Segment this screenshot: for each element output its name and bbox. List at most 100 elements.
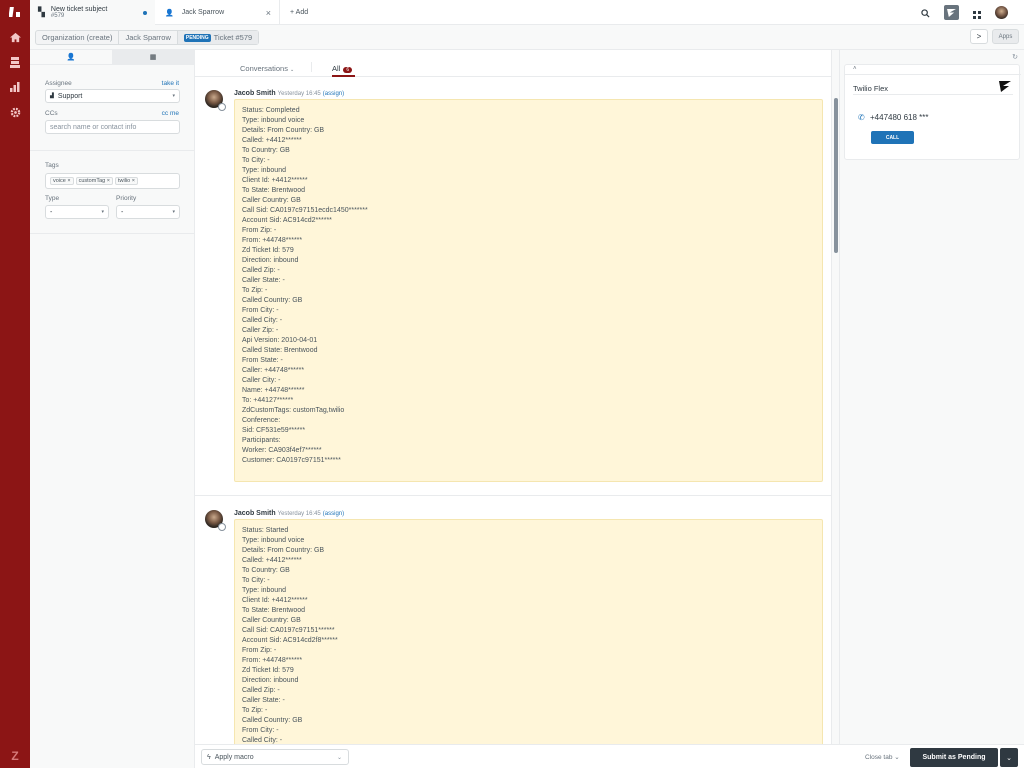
note-line: From City: - xyxy=(242,727,279,734)
tag-voice[interactable]: voice × xyxy=(50,177,74,185)
views-icon[interactable] xyxy=(0,50,30,74)
zendesk-logo-icon[interactable]: Z xyxy=(11,749,19,763)
conversation-scrollbar[interactable] xyxy=(831,50,840,744)
cc-search-input[interactable]: search name or contact info xyxy=(45,120,180,134)
search-icon[interactable] xyxy=(921,7,930,21)
note-line: Worker: CA903f4ef7****** xyxy=(242,447,322,454)
tab-jack-sparrow[interactable]: 👤 Jack Sparrow × xyxy=(155,0,280,25)
note-line: Called Zip: - xyxy=(242,267,280,274)
assign-link[interactable]: (assign) xyxy=(322,511,345,517)
unsaved-dot-icon xyxy=(143,11,147,15)
tab-ticket-fields[interactable]: ▦ xyxy=(112,50,194,64)
author-name[interactable]: Jacob Smith xyxy=(234,90,276,97)
note-line: Direction: inbound xyxy=(242,677,299,684)
zendesk-products-icon[interactable] xyxy=(0,0,30,24)
close-tab-dropdown[interactable]: Close tab ⌄ xyxy=(865,754,900,761)
note-line: Caller Country: GB xyxy=(242,197,301,204)
submit-options-button[interactable]: ⌄ xyxy=(1000,748,1018,767)
author-avatar[interactable] xyxy=(205,510,226,531)
note-line: Type: inbound xyxy=(242,587,286,594)
author-name[interactable]: Jacob Smith xyxy=(234,510,276,517)
priority-select[interactable]: - ▾ xyxy=(116,205,180,219)
lock-icon xyxy=(218,103,226,111)
user-avatar[interactable] xyxy=(995,6,1008,19)
assignee-select[interactable]: ▟ Support ▾ xyxy=(45,89,180,103)
submit-button[interactable]: Submit as Pending xyxy=(910,748,998,767)
take-it-link[interactable]: take it xyxy=(161,80,179,87)
type-select[interactable]: - ▾ xyxy=(45,205,109,219)
note-line: Type: inbound voice xyxy=(242,537,305,544)
note-line: From: +44748****** xyxy=(242,237,303,244)
apply-macro-button[interactable]: ϟ Apply macro ⌄ xyxy=(201,749,349,765)
admin-gear-icon[interactable] xyxy=(0,100,30,124)
home-icon[interactable] xyxy=(0,25,30,49)
status-badge: PENDING xyxy=(183,33,211,42)
call-button[interactable]: CALL xyxy=(871,131,914,144)
note-line: Client Id: +4412****** xyxy=(242,597,308,604)
apps-grid-icon[interactable] xyxy=(973,8,981,22)
tags-input[interactable]: voice × customTag × twilio × xyxy=(45,173,180,189)
ticket-header-bar: Organization (create) Jack Sparrow PENDI… xyxy=(30,25,1024,50)
author-avatar[interactable] xyxy=(205,90,226,111)
breadcrumb-requester[interactable]: Jack Sparrow xyxy=(119,31,178,44)
tab-conversations[interactable]: Conversations ⌄ xyxy=(240,64,295,73)
apps-toggle-button[interactable]: Apps xyxy=(992,29,1019,44)
chevron-down-icon: ⌄ xyxy=(1006,754,1012,762)
note-line: To Country: GB xyxy=(242,147,290,154)
tab-new-ticket[interactable]: ▚ New ticket subject #579 xyxy=(30,0,155,25)
note-line: To: +44127****** xyxy=(242,397,294,404)
properties-tabs: 👤 ▦ xyxy=(30,50,194,65)
product-nav: Z xyxy=(0,0,30,768)
note-line: Participants: xyxy=(242,437,281,444)
note-line: Account Sid: AC914cd2****** xyxy=(242,217,332,224)
close-tab-icon[interactable]: × xyxy=(265,7,271,18)
note-line: Caller State: - xyxy=(242,697,285,704)
chevron-down-icon: ▾ xyxy=(172,209,175,215)
note-line: From Zip: - xyxy=(242,227,277,234)
ticket-fields-icon: ▦ xyxy=(149,54,157,61)
collapse-chevron-icon[interactable]: ˄ xyxy=(853,66,857,72)
lightning-icon: ϟ xyxy=(207,753,211,761)
scrollbar-thumb[interactable] xyxy=(834,98,838,253)
note-line: To City: - xyxy=(242,157,270,164)
note-line: Called City: - xyxy=(242,737,283,744)
assign-link[interactable]: (assign) xyxy=(322,91,345,97)
active-tab-underline xyxy=(332,75,355,77)
divider xyxy=(853,94,1013,95)
twilio-flex-app-icon[interactable] xyxy=(944,5,959,20)
note-line: Status: Started xyxy=(242,527,289,534)
note-line: Called City: - xyxy=(242,317,283,324)
reporting-icon[interactable] xyxy=(0,75,30,99)
note-line: Name: +44748****** xyxy=(242,387,305,394)
ticket-properties-panel: 👤 ▦ Assignee take it ▟ Support ▾ CCs cc … xyxy=(30,50,195,768)
note-line: To Zip: - xyxy=(242,287,268,294)
note-line: Called Country: GB xyxy=(242,717,303,724)
tag-customtag[interactable]: customTag × xyxy=(75,177,113,185)
cc-me-link[interactable]: cc me xyxy=(161,110,179,117)
note-line: Caller Country: GB xyxy=(242,617,301,624)
apps-panel: ↻ ˄ Twilio Flex ✆ +447480 618 *** CALL xyxy=(840,50,1024,768)
phone-icon: ✆ xyxy=(858,113,865,122)
note-line: Client Id: +4412****** xyxy=(242,177,308,184)
chevron-down-icon: ⌄ xyxy=(290,67,295,73)
note-line: To State: Brentwood xyxy=(242,607,306,614)
note-line: Called Country: GB xyxy=(242,297,303,304)
chevron-down-icon: ▾ xyxy=(101,209,104,215)
next-ticket-button[interactable]: > xyxy=(970,29,988,44)
tag-twilio[interactable]: twilio × xyxy=(114,177,138,185)
note-line: Call Sid: CA0197c97151ecdc1450******* xyxy=(242,207,368,214)
refresh-icon[interactable]: ↻ xyxy=(1012,54,1018,61)
note-line: Zd Ticket Id: 579 xyxy=(242,667,294,674)
ccs-label: CCs xyxy=(45,110,58,117)
breadcrumb-organization[interactable]: Organization (create) xyxy=(36,31,120,44)
tab-user-info[interactable]: 👤 xyxy=(30,50,112,64)
lock-icon xyxy=(218,523,226,531)
note-line: Details: From Country: GB xyxy=(242,547,325,554)
assignee-label: Assignee xyxy=(45,80,72,87)
note-line: To Zip: - xyxy=(242,707,268,714)
add-tab-button[interactable]: + Add xyxy=(290,9,309,16)
